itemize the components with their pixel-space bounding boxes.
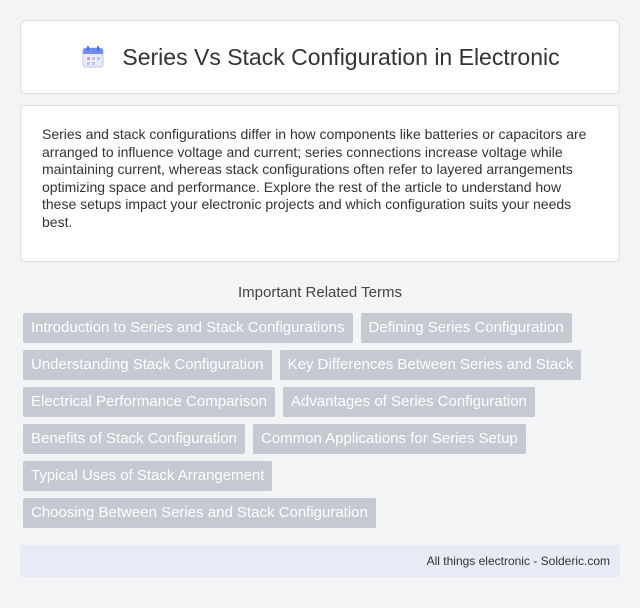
related-term-tag[interactable]: Common Applications for Series Setup [252,424,526,454]
page-title: Series Vs Stack Configuration in Electro… [122,43,560,70]
intro-text: Series and stack configurations differ i… [42,126,587,230]
related-term-tag[interactable]: Advantages of Series Configuration [282,387,535,417]
related-terms-heading: Important Related Terms [238,284,402,301]
related-term-tag[interactable]: Typical Uses of Stack Arrangement [23,461,273,491]
calendar-icon [82,46,104,68]
footer: All things electronic - Solderic.com [20,545,620,577]
related-term-tag[interactable]: Choosing Between Series and Stack Config… [23,498,376,528]
intro-card: Series and stack configurations differ i… [20,105,620,262]
footer-text: All things electronic - Solderic.com [426,554,610,568]
related-term-tag[interactable]: Introduction to Series and Stack Configu… [23,313,353,343]
related-terms-list: Introduction to Series and Stack Configu… [20,313,620,528]
related-term-tag[interactable]: Benefits of Stack Configuration [23,424,245,454]
related-term-tag[interactable]: Key Differences Between Series and Stack [279,350,582,380]
related-term-tag[interactable]: Defining Series Configuration [360,313,572,343]
related-term-tag[interactable]: Electrical Performance Comparison [23,387,275,417]
related-term-tag[interactable]: Understanding Stack Configuration [23,350,272,380]
title-card: Series Vs Stack Configuration in Electro… [20,20,620,94]
